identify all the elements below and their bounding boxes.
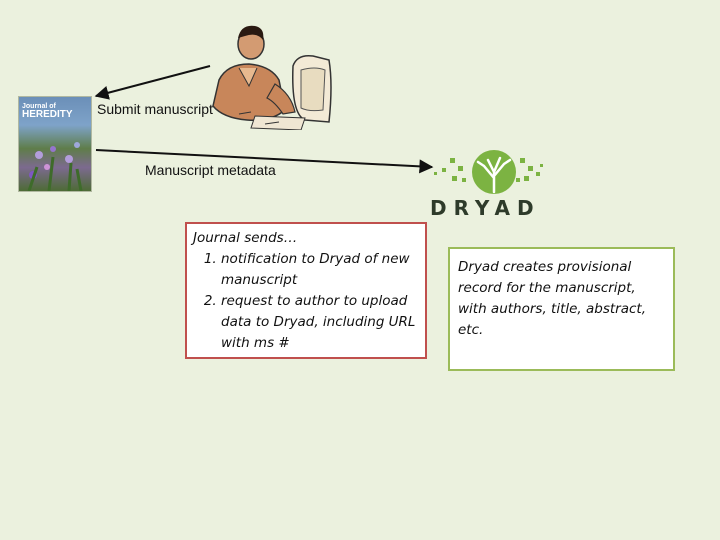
submit-manuscript-label: Submit manuscript: [97, 101, 213, 117]
journal-cover-image: Journal of HEREDITY: [18, 96, 92, 192]
journal-sends-item-1: notification to Dryad of new manuscript: [221, 249, 419, 291]
journal-cover-flowers: [27, 142, 83, 191]
dryad-creates-callout: Dryad creates provisional record for the…: [448, 247, 675, 371]
dryad-logo-icon: [434, 150, 543, 194]
manuscript-metadata-label: Manuscript metadata: [145, 162, 276, 178]
journal-sends-callout: Journal sends… notification to Dryad of …: [185, 222, 427, 359]
journal-sends-item-2: request to author to upload data to Drya…: [221, 291, 419, 354]
journal-title-line2: HEREDITY: [22, 109, 73, 120]
journal-title-line1: Journal of: [22, 103, 56, 110]
journal-title: Journal of HEREDITY: [22, 103, 73, 120]
dryad-wordmark: DRYAD: [430, 196, 541, 220]
submit-arrow: [94, 65, 211, 100]
journal-sends-heading: Journal sends…: [193, 230, 298, 246]
author-at-computer-illustration: [212, 25, 332, 130]
journal-sends-list: notification to Dryad of new manuscript …: [193, 249, 419, 354]
metadata-arrow: [95, 149, 434, 174]
